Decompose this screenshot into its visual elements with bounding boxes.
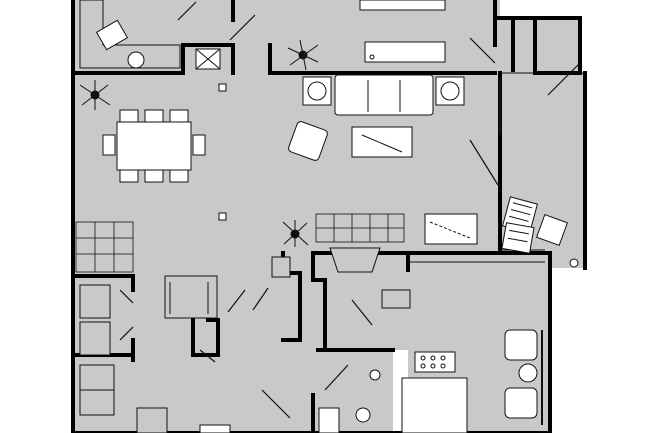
dryer — [79, 321, 111, 356]
bed — [401, 377, 468, 433]
office-chair-base — [127, 51, 145, 69]
dining-fixtures — [79, 80, 309, 247]
sink-bowl — [369, 369, 381, 381]
upper-dresser — [364, 41, 446, 63]
coffee-table — [351, 126, 413, 158]
cabinet — [195, 48, 221, 70]
door-office-2 — [229, 14, 256, 41]
kitchen-sink — [329, 247, 381, 273]
office-fixtures — [79, 0, 446, 221]
outlet-1 — [218, 83, 227, 92]
patio-chair — [501, 222, 535, 254]
lamp-right — [440, 81, 460, 101]
shower — [199, 424, 231, 433]
dining-chair — [169, 109, 189, 123]
wall-office — [71, 43, 235, 75]
upper-dresser-knob — [369, 54, 375, 60]
dining-chair — [144, 169, 164, 183]
door-kitchen-2 — [227, 289, 246, 313]
side-table-right — [435, 76, 465, 106]
pantry — [271, 256, 291, 278]
potted-plant-living — [287, 39, 319, 71]
armchair — [288, 121, 328, 161]
kitchen-island — [164, 275, 218, 319]
lamp-left — [307, 81, 327, 101]
tile-grid-entry — [75, 221, 134, 273]
bed-armchair — [504, 387, 538, 419]
nightstand-tray — [414, 351, 456, 373]
wall-upper-bedroom-south — [268, 43, 497, 75]
sofa — [334, 74, 434, 116]
door-bedroom — [351, 299, 373, 326]
door-laundry — [119, 289, 134, 304]
kitchen-fixtures — [79, 213, 478, 433]
dining-chair — [169, 169, 189, 183]
potted-plant-hall — [282, 220, 309, 247]
door-bath-2 — [324, 364, 349, 391]
nightstand — [518, 363, 538, 383]
side-table-left — [302, 76, 332, 106]
door-upper-bedroom — [469, 37, 496, 64]
dining-table — [116, 121, 192, 171]
bed-armchair — [504, 329, 538, 361]
dining-chair — [192, 134, 206, 156]
dining-chair — [119, 169, 139, 183]
door-kitchen-3 — [199, 349, 216, 363]
potted-plant-dining — [79, 80, 111, 110]
door-laundry-2 — [119, 326, 134, 341]
dining-chair — [144, 109, 164, 123]
washer — [79, 284, 111, 319]
dining-chair — [102, 134, 116, 156]
door-office — [177, 1, 197, 21]
bath-vanity — [136, 407, 168, 433]
door-closet — [547, 62, 581, 96]
bedroom-fixtures — [401, 329, 543, 433]
outlet-2 — [218, 212, 227, 221]
dresser — [381, 289, 411, 309]
kitchen-counter — [315, 213, 405, 243]
tv-console — [424, 213, 478, 245]
balcony-post — [569, 258, 579, 268]
toilet — [318, 407, 340, 433]
dining-chair — [119, 109, 139, 123]
door-hall — [252, 287, 269, 311]
office-chair — [95, 19, 129, 51]
living-fixtures — [287, 39, 465, 161]
balcony-fixtures — [408, 72, 585, 268]
door-balcony — [469, 139, 499, 186]
patio-side-table — [535, 213, 569, 247]
wall-kitchen-jog — [191, 318, 220, 357]
toilet-bowl — [355, 407, 371, 423]
desk — [79, 0, 181, 69]
upper-bed — [359, 0, 446, 11]
door-bath — [261, 389, 291, 419]
